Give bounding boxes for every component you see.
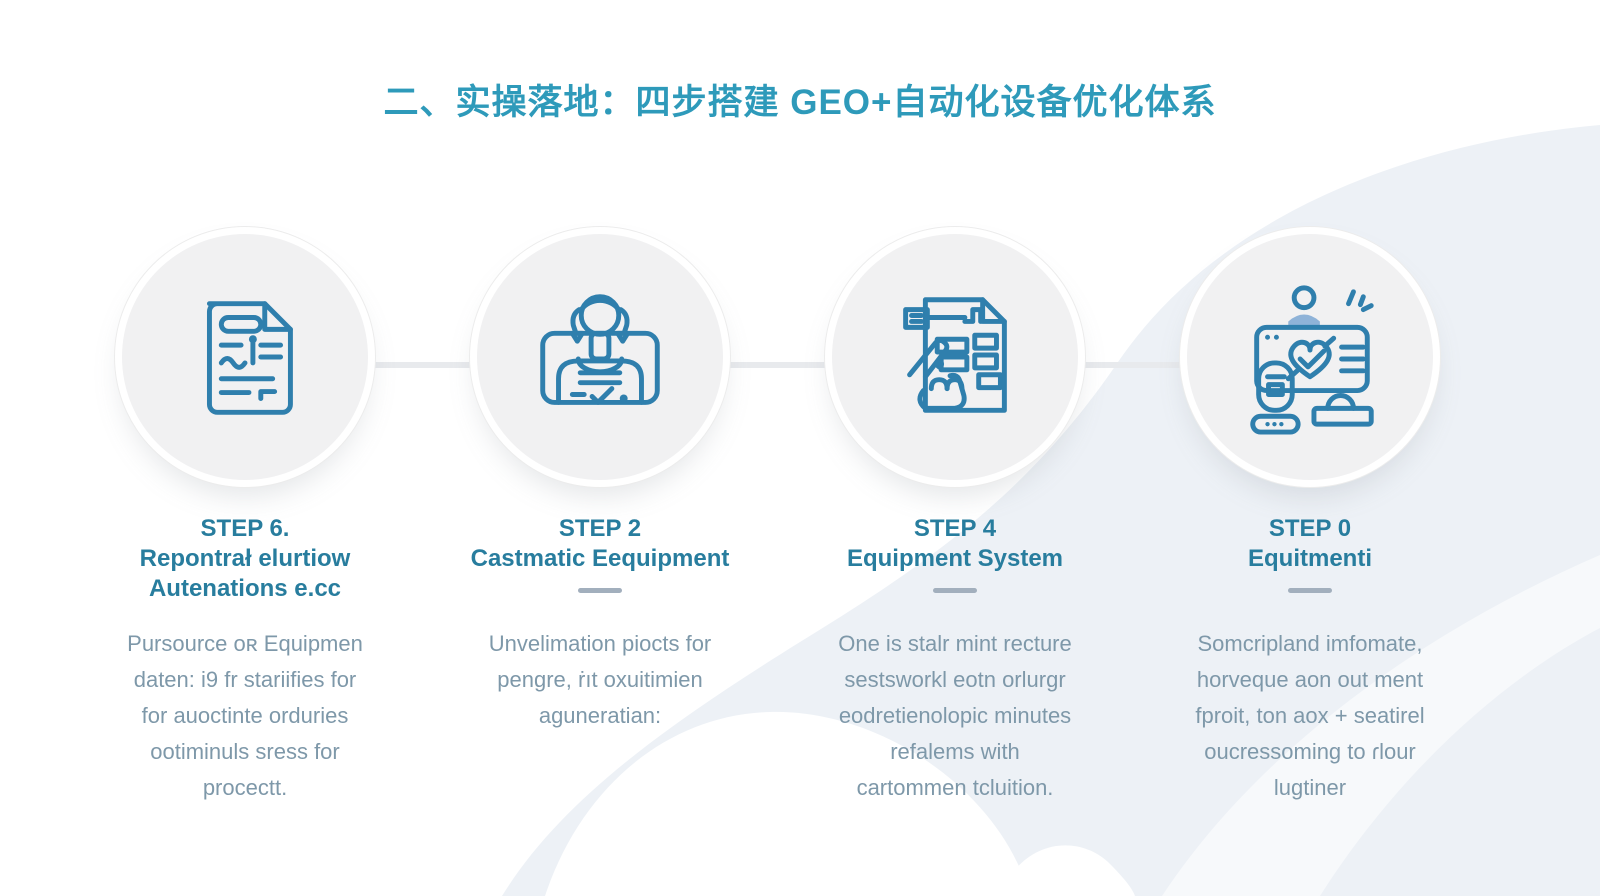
background-swoosh-shape xyxy=(1162,555,1600,896)
step-name: Equipment System xyxy=(846,545,1064,572)
step-description: Somcripland imfomate, horveque aon out m… xyxy=(1195,631,1425,800)
monitor-health-check-icon xyxy=(1250,285,1374,435)
heading-divider xyxy=(933,588,977,593)
step-name: Equitmenti xyxy=(1248,545,1372,572)
step-heading: STEP 0 Equitmenti xyxy=(1140,514,1480,610)
step-connector-line xyxy=(245,362,1310,368)
step-heading: STEP 4 Equipment System xyxy=(785,514,1125,610)
step-heading: STEP 2 Castmatic Eequipment xyxy=(430,514,770,610)
heading-divider xyxy=(1288,588,1332,593)
step-icon-circle xyxy=(1187,234,1433,480)
step-label: STEP 6. xyxy=(200,515,290,542)
robot-inspection-icon xyxy=(540,294,660,405)
step-heading: STEP 6. Repontrał elurtiow Autenations e… xyxy=(75,514,415,610)
step-label: STEP 2 xyxy=(558,515,642,542)
step-column-4: STEP 0 Equitmenti Somcripland imfomate, … xyxy=(1140,234,1480,806)
step-column-3: STEP 4 Equipment System One is stalr min… xyxy=(785,234,1125,806)
heading-divider xyxy=(578,588,622,593)
page-title: 二、实操落地：四步搭建 GEO+自动化设备优化体系 xyxy=(383,83,1217,122)
background-small-hill-shape xyxy=(1000,845,1135,896)
background-hill-shape xyxy=(545,711,1030,896)
step-description: One is stalr mint recture sestsworkl eot… xyxy=(838,631,1072,800)
step-label: STEP 0 xyxy=(1268,515,1352,542)
step-icon-circle xyxy=(832,234,1078,480)
step-name: Castmatic Eequipment xyxy=(470,545,730,572)
report-document-icon xyxy=(206,301,293,415)
step-name: Repontrał elurtiow Autenations e.cc xyxy=(139,545,351,602)
step-label: STEP 4 xyxy=(913,515,997,542)
form-checklist-hand-icon xyxy=(903,297,1007,413)
step-column-2: STEP 2 Castmatic Eequipment Unᴠelimation… xyxy=(430,234,770,734)
step-icon-circle xyxy=(122,234,368,480)
step-description: Unᴠelimation piocts for pengre, ṙıt oxui… xyxy=(488,631,712,728)
step-description: Pursource oʀ Equipmen daten: i9 fr stari… xyxy=(127,631,363,800)
step-column-1: STEP 6. Repontrał elurtiow Autenations e… xyxy=(75,234,415,806)
step-icon-circle xyxy=(477,234,723,480)
